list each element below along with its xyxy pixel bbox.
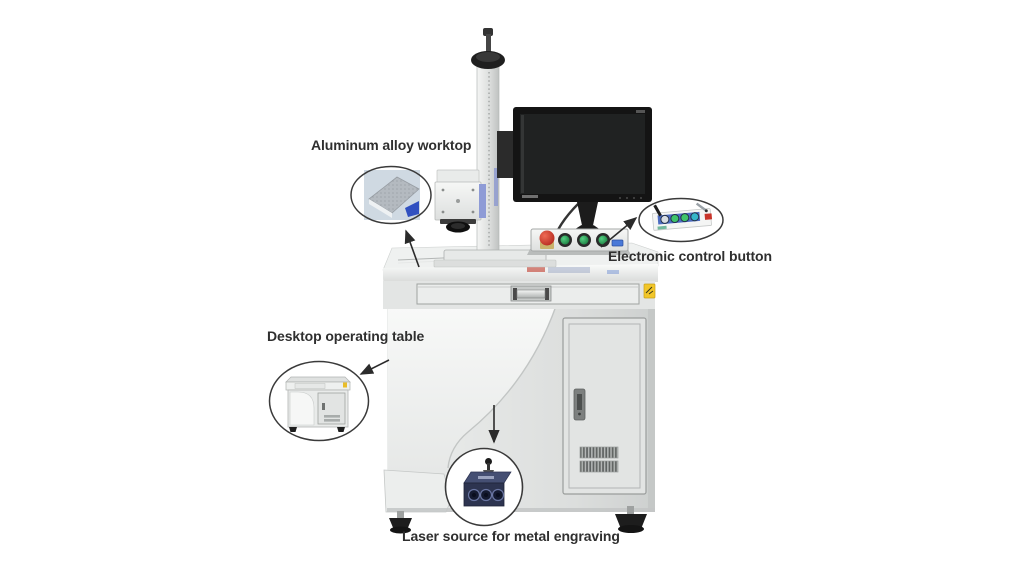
- inset-operating-table: [268, 360, 370, 442]
- laser-warning-label: [643, 283, 656, 299]
- callout-label-control-button: Electronic control button: [608, 248, 772, 264]
- cabinet-door: [562, 317, 647, 495]
- monitor-brand-mark: [522, 195, 538, 198]
- callout-label-laser-source: Laser source for metal engraving: [402, 528, 620, 544]
- emergency-stop-button: [539, 230, 555, 246]
- monitor-screen: [520, 114, 645, 194]
- arrow-worktop: [404, 229, 420, 268]
- monitor: [497, 107, 652, 250]
- vent-grille: [579, 446, 619, 473]
- monitor-bracket: [497, 131, 516, 178]
- annotation-arrows: [359, 216, 638, 444]
- inset-laser-source: [444, 447, 524, 527]
- usb-port: [611, 239, 624, 247]
- adjustable-feet: [389, 506, 647, 534]
- drawer-handle: [510, 285, 552, 302]
- arrow-control-button: [600, 216, 638, 248]
- height-adjust-handwheel: [471, 28, 505, 69]
- brand-print: [527, 266, 619, 274]
- column-base-plate: [433, 249, 557, 268]
- arrow-operating-table: [359, 359, 390, 375]
- inset-control-button: [638, 197, 724, 243]
- callout-label-worktop: Aluminum alloy worktop: [311, 137, 472, 153]
- power-buttons: [558, 233, 610, 247]
- inset-worktop: [350, 165, 432, 225]
- callout-label-operating-table: Desktop operating table: [267, 328, 425, 344]
- drawer: [383, 281, 656, 309]
- laser-head: [434, 169, 486, 233]
